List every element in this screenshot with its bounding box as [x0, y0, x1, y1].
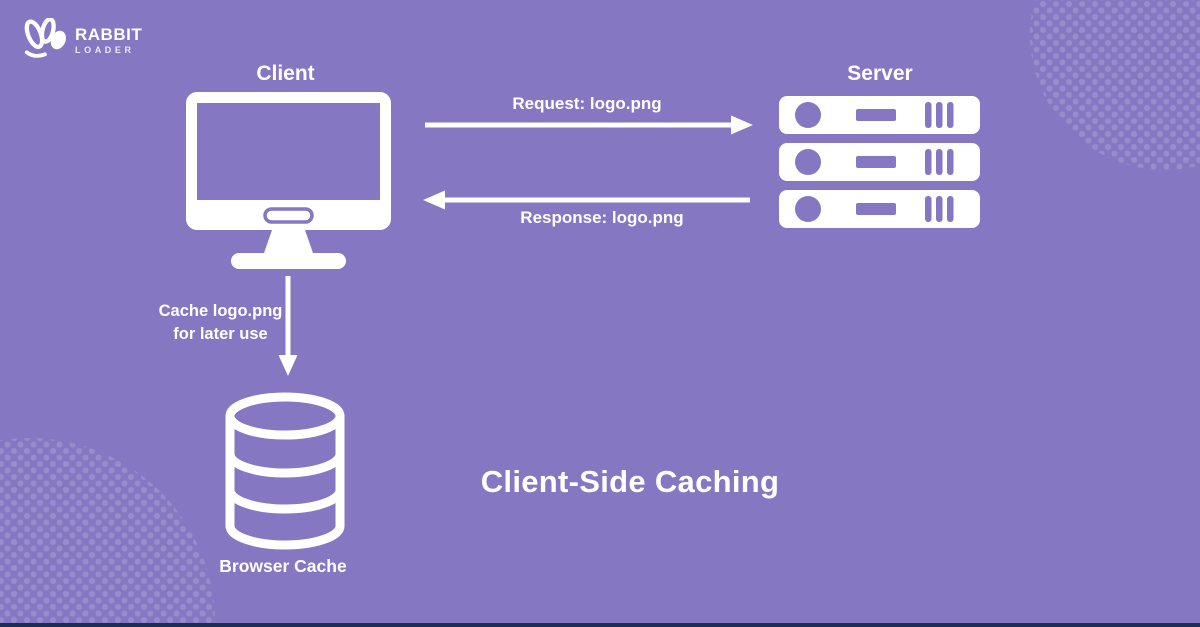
request-flow-label: Request: logo.png	[512, 94, 662, 113]
client-monitor-icon	[186, 92, 391, 269]
logo-sub-text: LOADER	[75, 44, 135, 55]
logo-wordmark: RABBIT LOADER	[75, 26, 142, 55]
bottom-edge-bar	[0, 623, 1200, 627]
request-arrow-icon	[425, 115, 753, 135]
server-node-label: Server	[847, 62, 913, 85]
page-title: Client-Side Caching	[480, 464, 780, 499]
response-flow-label: Response: logo.png	[520, 208, 684, 227]
client-node-label: Client	[256, 62, 315, 85]
cache-store-note: Cache logo.png for later use	[118, 300, 323, 346]
server-stack-icon	[779, 96, 980, 228]
browser-cache-database-icon	[225, 392, 345, 550]
browser-cache-label: Browser Cache	[219, 556, 347, 576]
cache-store-note-line1: Cache logo.png	[158, 302, 283, 320]
rabbitloader-logo: RABBIT LOADER	[20, 18, 142, 62]
cache-down-arrow-icon	[278, 276, 298, 376]
rabbit-icon	[24, 18, 66, 58]
cache-store-note-line2: for later use	[173, 325, 268, 343]
response-arrow-icon	[423, 190, 750, 210]
logo-brand-text: RABBIT	[75, 24, 143, 44]
